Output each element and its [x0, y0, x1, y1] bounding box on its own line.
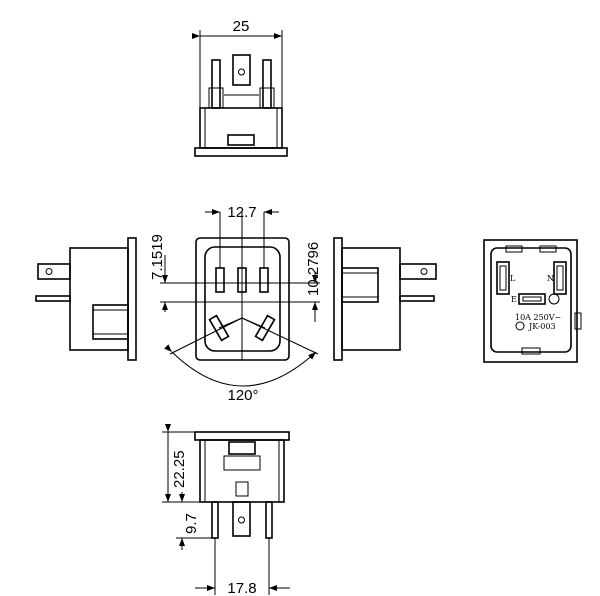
dim-left-offset: 7.1519 [149, 234, 166, 280]
dim-bottom-width: 17.8 [227, 580, 256, 596]
dim-pin-length: 9.7 [183, 513, 200, 534]
bottom-view: 22.25 9.7 17.8 [162, 424, 290, 596]
certification-mark-icon [515, 321, 525, 331]
model-text: JK-003 [528, 322, 556, 331]
top-view: 25 [192, 18, 288, 157]
dim-top-width: 25 [233, 18, 250, 35]
right-side-view [333, 237, 437, 361]
front-view: 12.7 7.1519 10.2796 120° [149, 204, 322, 404]
dim-body-height: 22.25 [171, 450, 188, 488]
earth-label: E [511, 295, 517, 304]
dim-right-offset: 10.2796 [305, 242, 322, 296]
dim-pin-spacing: 12.7 [227, 204, 256, 221]
rating-text: 10A 250V~ [515, 313, 561, 322]
line-label: L [510, 274, 516, 283]
neutral-label: N [547, 274, 554, 283]
dim-angle: 120° [227, 387, 258, 404]
rear-view: L N E 10A 250V~ JK-003 [483, 239, 582, 363]
left-side-view [35, 237, 137, 361]
